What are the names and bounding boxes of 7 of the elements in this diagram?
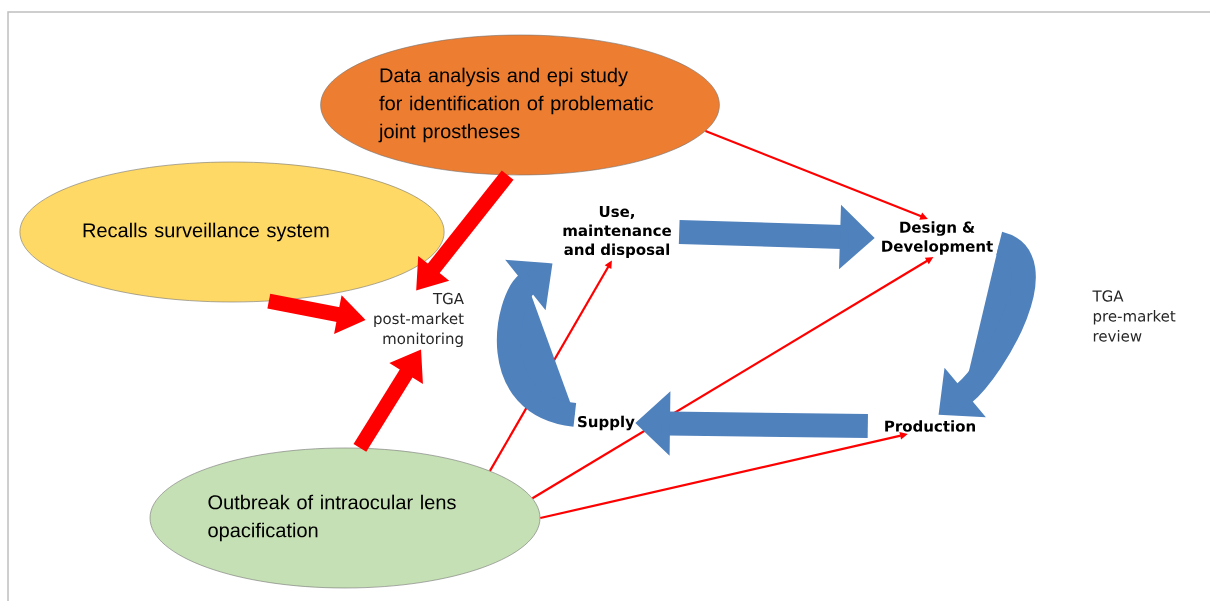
- stage-label: Use, maintenance and disposal: [563, 205, 671, 258]
- stage-label: Design & Development: [882, 221, 993, 255]
- stage-label: Production: [885, 420, 975, 432]
- edge-label: TGA pre-market review: [1091, 289, 1179, 343]
- ellipse-node: Outbreak of intraocular lens opacification: [149, 447, 541, 589]
- stage-label: Supply: [578, 415, 635, 431]
- ellipse-node: Data analysis and epi study for identification of problematic joint prostheses: [320, 34, 720, 176]
